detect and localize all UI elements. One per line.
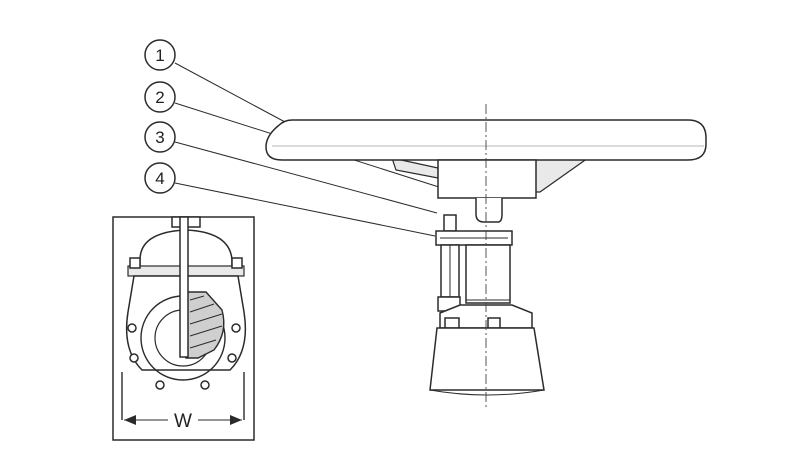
hatch	[189, 325, 223, 337]
leader-lines	[174, 62, 443, 237]
bonnet-bolt-left	[444, 317, 460, 329]
callout-circle	[144, 81, 176, 113]
callout-2: 2	[144, 81, 176, 113]
callout-4: 4	[144, 162, 176, 194]
stem-nut	[475, 198, 503, 223]
hatch	[189, 295, 205, 301]
main-assembly	[265, 104, 707, 408]
callout-label: 2	[155, 88, 164, 107]
bonnet-break-line	[429, 389, 545, 396]
callout-1: 1	[144, 39, 176, 71]
bolt-hole	[227, 353, 237, 363]
hatch	[189, 303, 215, 313]
bolt-hole	[155, 380, 165, 390]
callout-3: 3	[144, 121, 176, 153]
callout-label: 4	[155, 169, 164, 188]
inset-stem	[179, 216, 189, 358]
callout-label: 1	[155, 46, 164, 65]
inset-gate	[185, 291, 225, 359]
handwheel-spoke-left	[391, 157, 439, 179]
bolt-hole	[200, 380, 210, 390]
bolt-hole	[129, 353, 139, 363]
dimension-arrow-right	[230, 415, 242, 425]
inset-bolt-right	[231, 257, 243, 269]
leader-line-3	[174, 141, 438, 214]
bonnet-body	[429, 327, 545, 391]
dimension-label: W	[174, 411, 192, 432]
stem-column	[465, 244, 511, 304]
handwheel-spoke-right	[534, 157, 590, 193]
bolt-hole	[231, 323, 241, 333]
callout-circle	[144, 162, 176, 194]
handwheel-hub	[437, 159, 537, 199]
cap-screw	[443, 214, 457, 232]
hatch	[189, 313, 223, 325]
inset-bolt-left	[129, 257, 141, 269]
callout-label: 3	[155, 128, 164, 147]
valve-inset: W	[112, 216, 255, 441]
callout-circle	[144, 39, 176, 71]
leader-line-1	[174, 62, 286, 123]
bonnet-bolt-right	[487, 317, 501, 329]
callout-circle	[144, 121, 176, 153]
hatch	[189, 339, 217, 349]
bolt-hole	[127, 323, 137, 333]
leader-line-4	[174, 182, 436, 237]
dimension-arrow-left	[124, 415, 136, 425]
